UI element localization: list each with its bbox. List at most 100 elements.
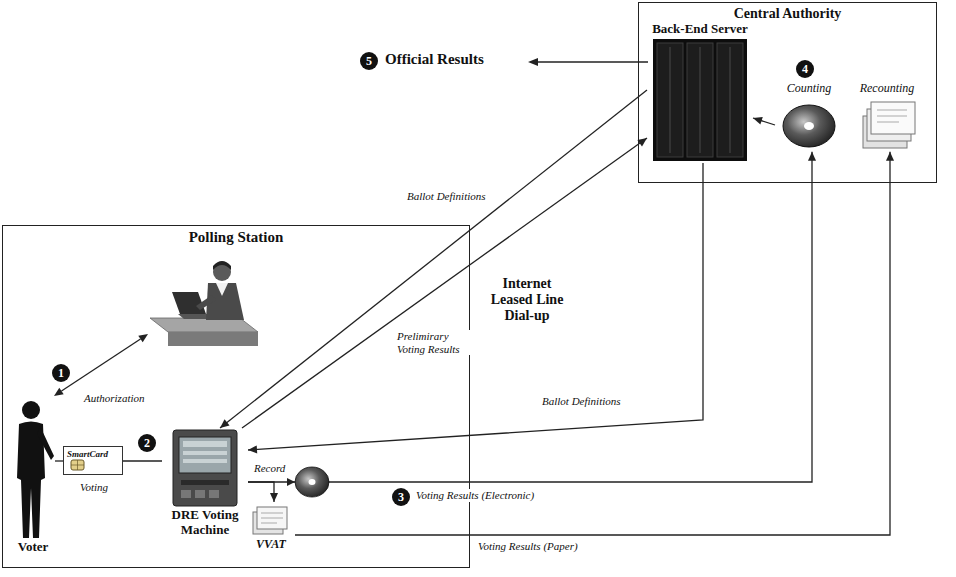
- connector: [248, 152, 812, 482]
- connector: [220, 90, 647, 428]
- arrow-head: [886, 152, 894, 161]
- disk-icon-shape: [783, 105, 835, 147]
- officer-illustration: [150, 261, 258, 346]
- node-label: Counting: [787, 82, 832, 96]
- illustration-layer-shape: [295, 467, 329, 497]
- machine-node: DRE Voting Machine: [162, 428, 248, 538]
- server-icon-shape: [653, 39, 747, 161]
- paper-node: Recounting: [849, 82, 925, 152]
- illustration-layer-shape: [309, 479, 316, 485]
- voter-node: Voter: [11, 398, 55, 555]
- arrow-head: [753, 117, 763, 125]
- server-icon-shape: [687, 43, 713, 157]
- paper-roll-icon: [247, 502, 295, 538]
- text-label: Authorization: [82, 392, 147, 405]
- node-label: Voter: [18, 540, 49, 555]
- illustration-layer-shape: [150, 318, 258, 332]
- dre-machine-icon-shape: [179, 437, 231, 473]
- paper-stack-icon-shape: [877, 115, 907, 116]
- record-disk: [287, 467, 329, 497]
- text-label: Internet Leased Line Dial-up: [480, 276, 574, 324]
- illustration-layer-shape: [287, 478, 295, 486]
- paper-stack-icon-shape: [871, 102, 915, 134]
- illustration-layer-shape: [528, 58, 538, 66]
- voter-figure-shape: [22, 401, 40, 419]
- server-node: Back-End Server: [647, 22, 753, 163]
- frame-title: Polling Station: [3, 226, 469, 246]
- callout-number: 5: [360, 52, 378, 70]
- illustration-layer-shape: [213, 261, 231, 270]
- illustration-layer-shape: [54, 388, 64, 396]
- node-label: Recounting: [860, 82, 915, 96]
- paper-roll-icon-shape: [261, 523, 277, 524]
- edge-label: Voting Results (Electronic): [414, 489, 536, 502]
- frame-title: Central Authority: [639, 3, 936, 22]
- dre-machine-icon-shape: [209, 490, 219, 498]
- paper-roll-icon-shape: [261, 513, 283, 514]
- paper-stack-icon-shape: [877, 109, 907, 110]
- connector: [248, 482, 274, 502]
- paper-stack-icon-shape: [877, 121, 899, 122]
- illustration-layer-shape: [168, 332, 258, 346]
- voter-figure: [11, 398, 55, 540]
- disk-icon-shape: [804, 122, 814, 130]
- chip-icon-shape: [71, 460, 84, 470]
- callout-number: 2: [138, 434, 156, 452]
- dre-machine-icon: [165, 428, 245, 508]
- server-icon-shape: [700, 47, 701, 153]
- storage-node: Counting: [775, 82, 843, 152]
- dre-machine-icon-shape: [181, 490, 191, 498]
- illustration-layer-shape: [138, 334, 148, 342]
- edge-label: Ballot Definitions: [540, 395, 623, 408]
- illustration-layer-shape: [216, 283, 228, 296]
- official-results-arrow: [528, 58, 648, 66]
- text-label: Voting: [78, 481, 110, 494]
- text-label: Official Results: [383, 51, 486, 68]
- text-label: Record: [252, 462, 287, 475]
- disk-icon: [775, 96, 843, 152]
- voter-figure-shape: [37, 426, 54, 460]
- edge-label: Voting Results (Paper): [476, 540, 580, 553]
- vvat-node: VVAT: [247, 502, 295, 552]
- authority-frame: Central AuthorityBack-End Server Countin…: [638, 2, 937, 183]
- server-icon-shape: [730, 47, 731, 153]
- paper-roll-icon-shape: [261, 518, 283, 519]
- connector: [123, 460, 162, 461]
- dre-machine-icon-shape: [195, 490, 205, 498]
- chip-icon: [67, 459, 119, 472]
- arrow-head: [220, 419, 230, 428]
- dre-machine-icon-shape: [183, 451, 227, 455]
- paper-stack-icon: [849, 96, 925, 152]
- server-icon: [647, 37, 753, 163]
- chip-icon-shape: [77, 460, 78, 470]
- arrow-head: [248, 445, 257, 453]
- arrow-head: [270, 493, 278, 502]
- callout-number: 1: [52, 364, 70, 382]
- node-label: Back-End Server: [652, 22, 748, 37]
- callout-number: 3: [392, 488, 410, 506]
- dre-machine-icon-shape: [183, 441, 227, 447]
- connector: [295, 152, 890, 535]
- illustration-layer-shape: [536, 61, 648, 62]
- dre-machine-icon-shape: [173, 430, 237, 506]
- connector: [55, 460, 63, 461]
- illustration-layer-shape: [196, 295, 216, 310]
- connector: [248, 163, 703, 450]
- paper-roll-icon-shape: [257, 507, 287, 529]
- callout-number: 4: [796, 60, 814, 78]
- station-frame: Polling Station Voter SmartCard DRE Votin…: [2, 225, 470, 568]
- node-label: VVAT: [256, 538, 286, 552]
- dre-machine-icon-shape: [183, 459, 227, 463]
- dre-machine-icon-shape: [181, 480, 229, 485]
- server-icon-shape: [657, 43, 683, 157]
- smartcard: SmartCard: [63, 446, 123, 475]
- edge-label: Prelimirary Voting Results: [395, 330, 473, 355]
- authorization-arrow: [54, 334, 148, 396]
- arrow-head: [808, 152, 816, 161]
- illustration-layer-shape: [62, 339, 141, 391]
- node-label: SmartCard: [67, 449, 108, 459]
- node-label: DRE Voting Machine: [162, 508, 248, 538]
- server-icon-shape: [717, 43, 743, 157]
- edge-label: Ballot Definitions: [405, 190, 488, 203]
